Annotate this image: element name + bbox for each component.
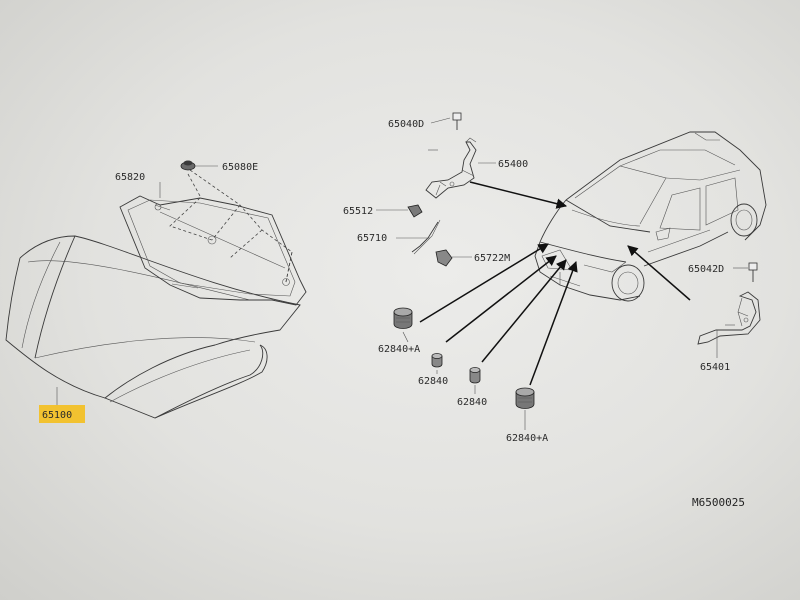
label-stay-grommet[interactable]: 65722M (474, 253, 510, 264)
hinge-right-drawing (697, 262, 761, 345)
label-hood-stay[interactable]: 65710 (357, 233, 387, 244)
label-leaders (56, 117, 718, 430)
bumper-rubbers-drawing (393, 307, 535, 409)
label-hinge-bolt-right[interactable]: 65042D (688, 264, 724, 275)
hood-panel-drawing (5, 235, 301, 419)
label-bumper-rubber-small-1[interactable]: 62840 (418, 376, 448, 387)
label-hood-stay-clip[interactable]: 65512 (343, 206, 373, 217)
label-hood-panel[interactable]: 65100 (42, 410, 72, 421)
label-hood-lock-bolt[interactable]: 65040D (388, 119, 424, 130)
label-hood-insulator[interactable]: 65820 (115, 172, 145, 183)
car-drawing (534, 131, 767, 302)
hinge-left-drawing (425, 112, 477, 199)
insulator-clip-drawing (180, 160, 218, 171)
hood-insulator-drawing (119, 169, 307, 306)
label-hinge-right[interactable]: 65401 (700, 362, 730, 373)
diagram-id: M6500025 (692, 496, 745, 509)
label-hinge-left[interactable]: 65400 (498, 159, 528, 170)
leader-arrows (419, 181, 691, 386)
hood-stay-parts-drawing (376, 204, 472, 267)
label-bumper-rubber-a-left[interactable]: 62840+A (378, 344, 420, 355)
label-bumper-rubber-a-right[interactable]: 62840+A (506, 433, 548, 444)
label-insulator-clip[interactable]: 65080E (222, 162, 258, 173)
label-bumper-rubber-small-2[interactable]: 62840 (457, 397, 487, 408)
hood-panel-highlight (39, 405, 85, 423)
